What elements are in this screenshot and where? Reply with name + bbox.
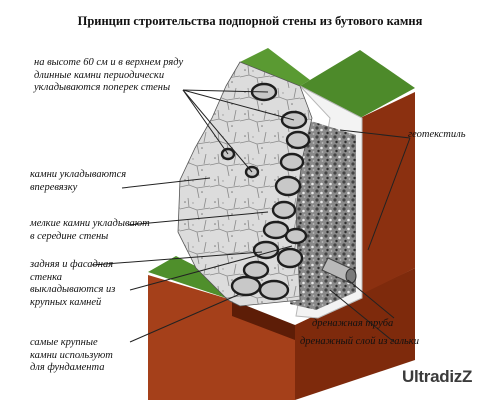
label-gravel-layer: дренажный слой из гальки [300,336,419,347]
drain-pipe [321,257,357,284]
label-foundation-stones: самые крупные камни используют для фунда… [30,337,113,373]
brand-logo: UltradizZ [402,367,473,386]
label-geotextile: геотекстиль [408,129,466,140]
label-long-stones: на высоте 60 см и в верхнем ряду длинные… [34,57,184,93]
label-small-stones: мелкие камни укладывают в середине стены [30,218,150,242]
label-staggered-laying: камни укладываются вперевязку [30,169,127,193]
label-drain-pipe: дренажная труба [312,318,394,329]
soil-block [148,92,415,400]
stone-wall-body [177,61,313,307]
diagram-title: Принцип строительства подпорной стены из… [77,14,423,28]
leader-lines [91,89,411,343]
label-rear-front-walls: задняя и фасадная стенка выкладываются и… [30,259,116,308]
gravel-drainage-layer [290,120,356,310]
large-stones [220,82,311,301]
